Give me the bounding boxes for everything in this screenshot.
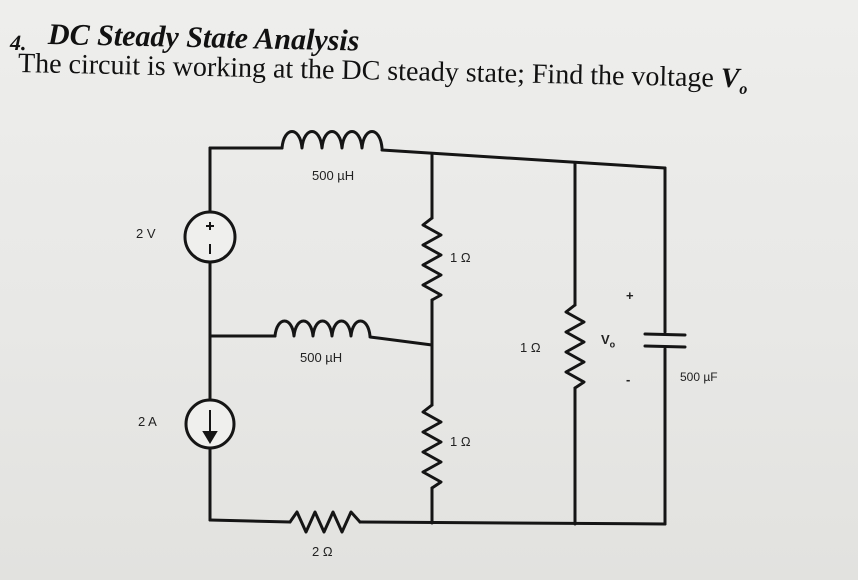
capacitor-label: 500 µF <box>680 370 718 384</box>
vo-plus-sign: + <box>626 288 634 303</box>
inductor-top-label: 500 µH <box>312 168 355 183</box>
bottom-wire-left <box>208 518 292 524</box>
resistor-bottom-label: 2 Ω <box>312 544 333 559</box>
current-source-label: 2 A <box>138 414 157 429</box>
mid-wire-right <box>368 335 434 347</box>
resistor-3 <box>564 303 586 390</box>
voltage-source <box>183 210 237 264</box>
capacitor-plate-top <box>643 332 687 337</box>
capacitor-plate-bottom <box>643 344 687 349</box>
top-wire-right <box>380 148 667 170</box>
vo-minus-sign: - <box>626 372 631 387</box>
inductor-mid <box>273 319 372 338</box>
bottom-wire-right <box>358 520 667 526</box>
resistor-1 <box>421 216 443 302</box>
voltage-source-plus-icon <box>206 222 214 230</box>
inductor-top <box>280 130 384 150</box>
voltage-source-label: 2 V <box>136 226 156 241</box>
resistor-2-label: 1 Ω <box>450 434 471 449</box>
resistor-1-label: 1 Ω <box>450 250 471 265</box>
resistor-bottom <box>288 510 362 534</box>
resistor-2 <box>421 403 443 490</box>
resistor-3-label: 1 Ω <box>520 340 541 355</box>
vo-label: Vo <box>601 332 616 350</box>
inductor-mid-label: 500 µH <box>300 350 343 365</box>
